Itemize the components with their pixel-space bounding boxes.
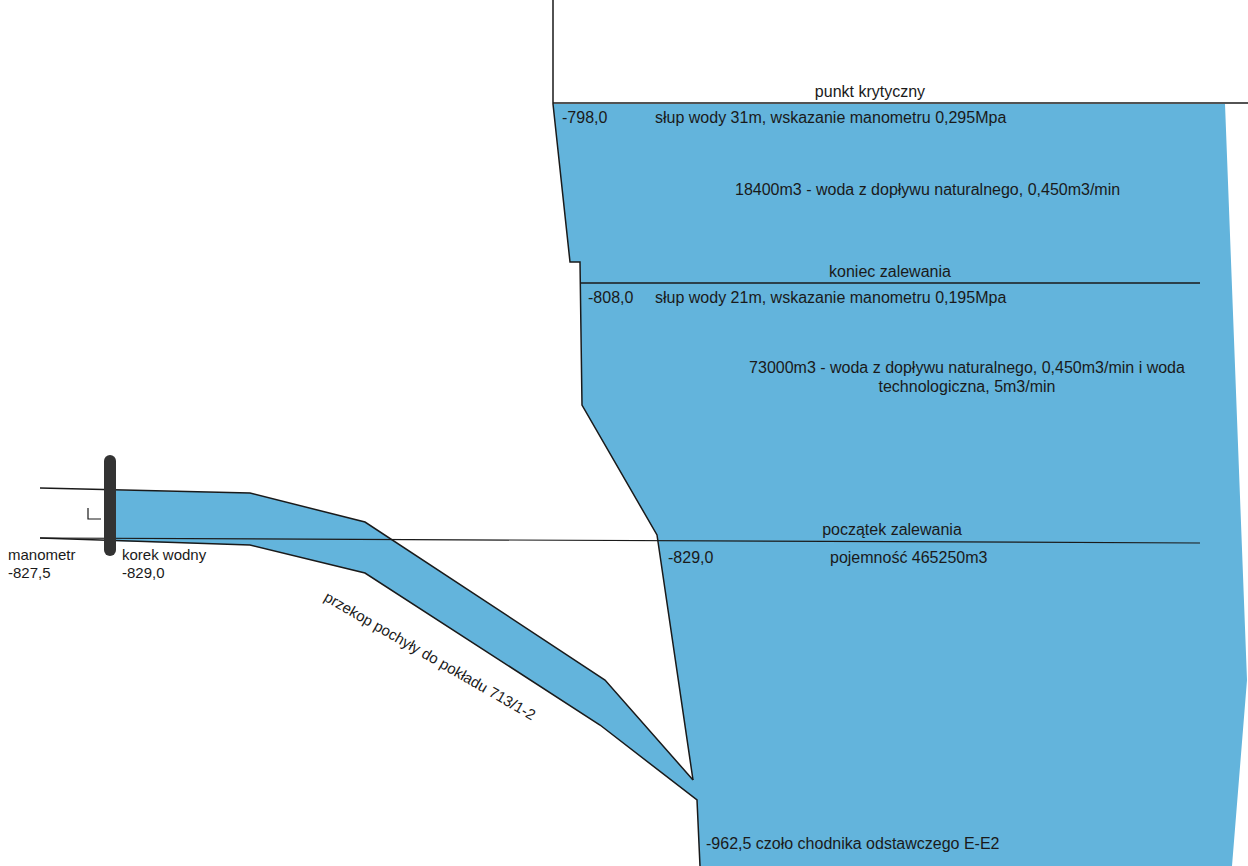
pressure-note: słup wody 21m, wskazanie manometru 0,195… [655,288,1006,307]
elevation-value: -808,0 [588,288,633,307]
end-flooding-line [580,282,1200,284]
drift-roof [40,488,693,780]
level-name: początek zalewania [822,520,962,539]
elevation-value: -829,0 [668,548,713,567]
elevation-value: -798,0 [562,108,607,127]
water-plug-label: korek wodny -829,0 [122,546,222,582]
manometer-label: manometr -827,5 [8,546,88,582]
water-plug [104,455,116,556]
level-name: koniec zalewania [829,262,951,281]
water-fill [113,104,1247,866]
drift-floor [40,538,700,866]
critical-level-line [553,102,1248,104]
heading-face-label: -962,5 czoło chodnika odstawczego E-E2 [706,834,1000,853]
manometer-symbol [88,508,101,519]
capacity-note: pojemność 465250m3 [830,548,987,567]
volume-note: 18400m3 - woda z dopływu naturalnego, 0,… [735,180,1120,199]
volume-note: 73000m3 - woda z dopływu naturalnego, 0,… [725,358,1209,396]
pressure-note: słup wody 31m, wskazanie manometru 0,295… [655,108,1006,127]
level-name: punkt krytyczny [815,82,925,101]
start-flooding-line [40,538,1200,543]
